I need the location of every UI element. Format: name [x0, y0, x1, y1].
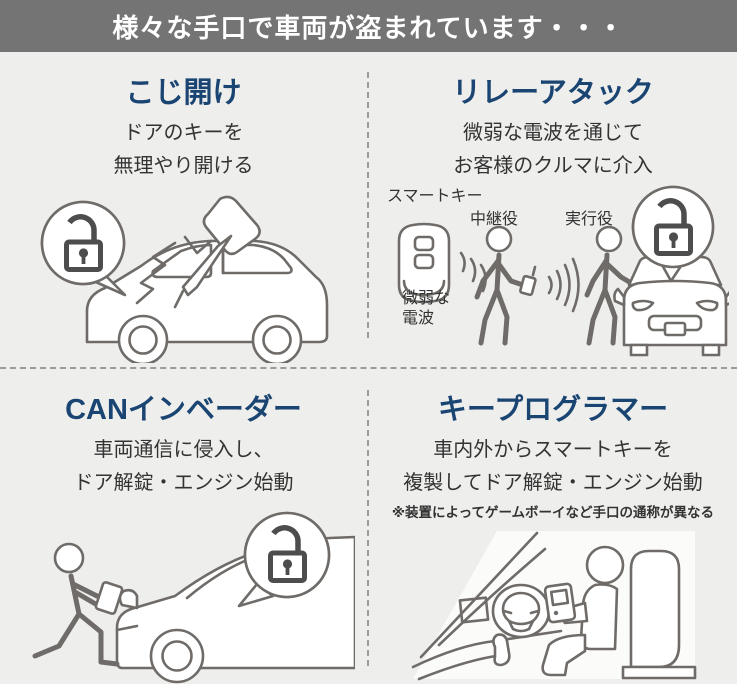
license-plate	[663, 321, 687, 337]
right-mirror	[724, 290, 729, 307]
right-headlight	[695, 299, 719, 312]
description-line: 車両通信に侵入し、	[93, 439, 274, 461]
section-title: CANインベーダー	[65, 394, 302, 426]
front-wheel-icon	[149, 628, 205, 684]
a-pillar-line	[419, 531, 539, 659]
left-mirror	[613, 287, 626, 307]
can-invader-illustration	[0, 500, 367, 684]
description-line: 無理やり開ける	[113, 155, 254, 177]
smart-key-label: スマートキー	[387, 188, 483, 205]
relay-person-icon	[474, 225, 526, 346]
description-line: ドア解錠・エンジン始動	[73, 472, 294, 494]
description-line: ドアのキーを	[123, 122, 244, 144]
car-interior-icon	[411, 531, 563, 681]
nav-screen	[458, 596, 490, 624]
rear-wheel-icon	[251, 314, 303, 363]
vertical-divider-top	[367, 72, 369, 338]
front-foot	[98, 659, 120, 667]
front-window	[151, 243, 213, 279]
description-line: お客様のクルマに介入	[453, 155, 653, 177]
vertical-divider-bottom	[367, 390, 369, 666]
executor-person-icon	[584, 225, 634, 346]
pry-open-drawing	[40, 195, 329, 363]
header-title: 様々な手口で車両が盗まれています・・・	[112, 12, 625, 43]
description-line: 複製してドア解錠・エンジン始動	[403, 472, 703, 494]
seat-icon	[621, 549, 697, 680]
relay-attack-drawing	[397, 185, 729, 357]
weak-wave-label: 微弱な 電波	[402, 290, 451, 327]
relay-attack-illustration: スマートキー 中継役 実行役 微弱な 電波	[369, 183, 737, 367]
pry-open-illustration	[0, 183, 367, 367]
device-screen	[549, 588, 570, 607]
impact-lines-icon	[135, 235, 213, 305]
speech-bubble-icon	[40, 200, 127, 297]
rear-window	[221, 243, 293, 275]
left-headlight	[631, 299, 655, 312]
relayed-radio-waves-icon	[547, 257, 580, 313]
key-programmer-drawing	[411, 531, 697, 681]
left-tire	[629, 343, 649, 357]
speech-bubble-icon	[631, 185, 715, 283]
steering-wheel-icon	[491, 583, 551, 639]
executor-role-label: 実行役	[565, 211, 614, 228]
section-relay-attack: リレーアタック 微弱な電波を通じて お客様のクルマに介入	[369, 52, 737, 367]
hood-line	[115, 624, 139, 632]
front-wheel-icon	[117, 314, 169, 363]
header-banner: 様々な手口で車両が盗まれています・・・	[0, 0, 737, 52]
legs	[541, 633, 587, 677]
section-description: ドアのキーを 無理やり開ける	[114, 117, 254, 183]
device-button	[553, 610, 559, 616]
key-programmer-illustration	[369, 521, 737, 684]
car-side-icon	[85, 239, 329, 363]
horizontal-divider	[0, 367, 737, 369]
section-description: 微弱な電波を通じて お客様のクルマに介入	[453, 117, 652, 183]
speech-bubble-icon	[237, 511, 331, 608]
section-can-invader: CANインベーダー 車両通信に侵入し、 ドア解錠・エンジン始動	[0, 369, 367, 684]
car-front-icon	[613, 255, 729, 357]
seated-person-icon	[541, 545, 625, 677]
section-title: こじ開け	[125, 77, 242, 109]
section-description: 車内外からスマートキーを 複製してドア解錠・エンジン始動	[403, 434, 702, 500]
section-description: 車両通信に侵入し、 ドア解錠・エンジン始動	[74, 434, 294, 500]
relay-role-label: 中継役	[470, 211, 519, 228]
section-pry-open: こじ開け ドアのキーを 無理やり開ける	[0, 52, 367, 367]
description-line: 車内外からスマートキーを	[433, 439, 673, 461]
kneeling-person-icon	[32, 542, 120, 667]
section-key-programmer: キープログラマー 車内外からスマートキーを 複製してドア解錠・エンジン始動 ※装…	[369, 369, 737, 684]
can-invader-drawing	[32, 511, 355, 684]
right-tire	[701, 343, 721, 357]
smart-key-fob-icon	[397, 222, 451, 304]
wheel-spoke	[507, 619, 535, 633]
section-note: ※装置によってゲームボーイなど手口の通称が異なる	[391, 505, 715, 520]
seat-base	[621, 665, 697, 680]
relay-device-icon	[519, 265, 537, 297]
description-line: 微弱な電波を通じて	[463, 122, 643, 144]
gear-shifter-icon	[492, 633, 511, 667]
section-title: キープログラマー	[437, 394, 669, 426]
windshield-line	[437, 547, 547, 647]
device-icon	[94, 581, 124, 615]
handheld-programmer-icon	[543, 582, 577, 624]
section-title: リレーアタック	[452, 77, 654, 109]
screwdriver-icon	[173, 195, 261, 309]
